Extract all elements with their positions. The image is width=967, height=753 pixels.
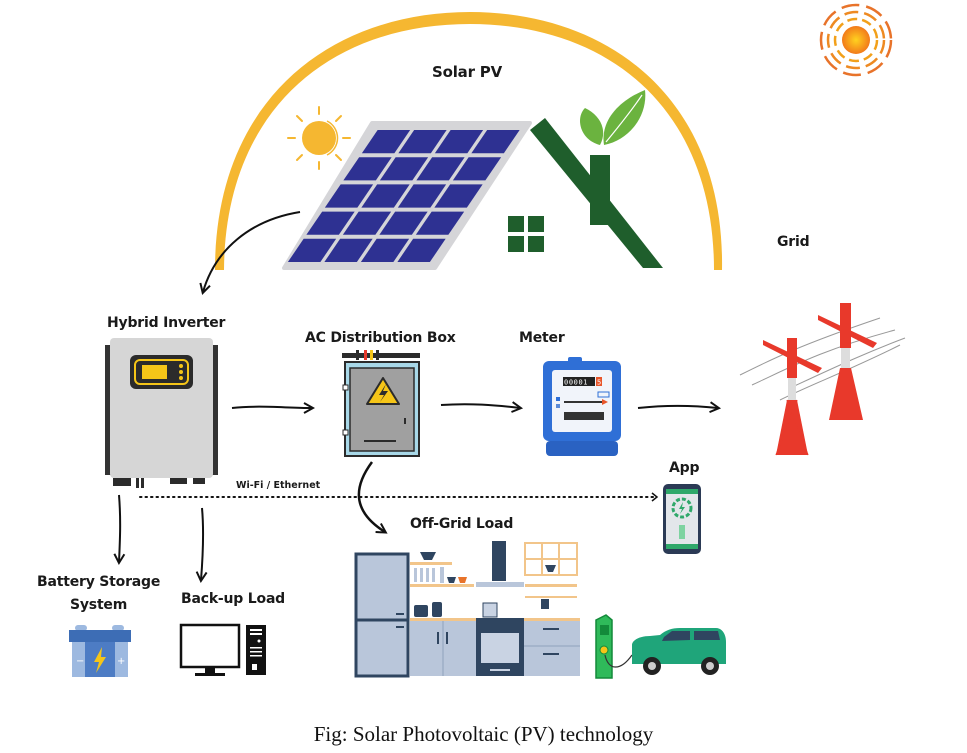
house-icon	[508, 118, 663, 268]
arrow-acbox-to-offgrid	[357, 461, 385, 532]
solar-cell	[379, 157, 429, 181]
battery-icon: − +	[69, 625, 131, 677]
app-phone-icon	[663, 484, 701, 554]
leaf-icon	[580, 90, 646, 145]
hybrid-inverter-label: Hybrid Inverter	[107, 315, 226, 331]
ac-distribution-box-label: AC Distribution Box	[305, 330, 456, 346]
battery-storage-label-line2: System	[70, 597, 128, 613]
logo-sun-icon	[819, 3, 893, 77]
app-label: App	[669, 460, 700, 476]
arrow-inverter-to-battery	[119, 494, 120, 562]
arrow-inverter-to-acbox	[231, 407, 312, 408]
solar-pv-label: Solar PV	[432, 63, 502, 81]
solar-cell	[361, 130, 411, 154]
computer-icon	[179, 623, 266, 676]
solar-cell	[324, 238, 373, 262]
hybrid-inverter-icon	[105, 338, 218, 488]
svg-text:+: +	[117, 656, 125, 667]
arrow-acbox-to-meter	[440, 404, 520, 408]
solar-cell	[342, 211, 392, 235]
solar-cell	[306, 211, 355, 235]
solar-cell	[434, 130, 484, 154]
solar-panel-icon	[282, 121, 532, 270]
solar-cell	[324, 184, 374, 208]
solar-cell	[397, 238, 446, 262]
solar-cell	[379, 211, 428, 235]
battery-storage-label-line1: Battery Storage	[37, 574, 161, 590]
figure-caption: Fig: Solar Photovoltaic (PV) technology	[313, 722, 654, 746]
solar-cell	[398, 130, 447, 154]
arrow-inverter-to-backup	[201, 507, 203, 580]
backup-load-label: Back-up Load	[181, 591, 286, 607]
arrow-panel-to-inverter	[203, 211, 301, 292]
kitchen-icon	[354, 541, 580, 678]
arrow-meter-to-grid	[637, 406, 718, 408]
solar-cell	[452, 157, 502, 181]
meter-label: Meter	[519, 330, 565, 346]
solar-cell	[360, 238, 410, 262]
grid-tower-icon	[739, 303, 906, 456]
solar-cell	[434, 184, 483, 208]
ac-distribution-box-icon	[342, 350, 420, 457]
meter-last-digit: 5	[597, 379, 601, 387]
solar-cell	[361, 184, 410, 208]
svg-text:−: −	[76, 656, 84, 667]
grid-label: Grid	[777, 234, 810, 250]
meter-icon: 00001 5	[543, 357, 621, 456]
ev-charger-icon	[595, 614, 633, 679]
electric-car-icon	[632, 628, 726, 675]
solar-cell	[397, 184, 447, 208]
solar-cell	[415, 211, 465, 235]
off-grid-load-label: Off-Grid Load	[410, 516, 514, 532]
meter-reading: 00001	[564, 379, 588, 387]
solar-cell	[287, 238, 337, 262]
solar-cell	[343, 157, 392, 181]
solar-cell	[471, 130, 520, 154]
solar-cell	[416, 157, 465, 181]
sun-icon	[287, 106, 351, 170]
wifi-ethernet-label: Wi-Fi / Ethernet	[236, 480, 321, 491]
